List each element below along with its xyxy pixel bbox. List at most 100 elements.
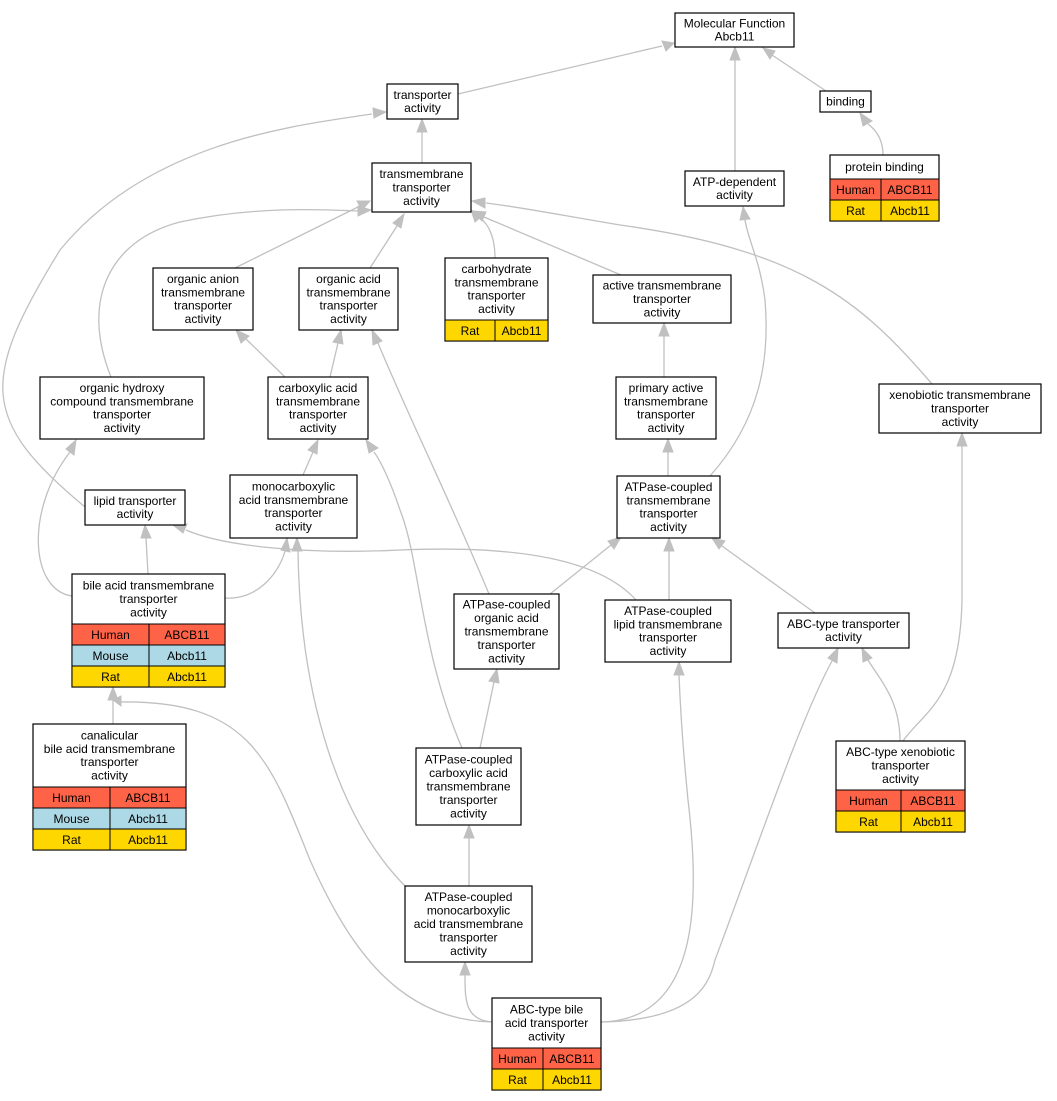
gene-label[interactable]: ABCB11: [887, 183, 932, 197]
gene-cell[interactable]: [109, 828, 187, 851]
node-label-line: activity: [404, 101, 441, 115]
node-label-line: Abcb11: [715, 30, 755, 44]
go-term-node-organic-anion[interactable]: organic aniontransmembranetransporteract…: [152, 267, 254, 331]
gene-label[interactable]: ABCB11: [125, 791, 170, 805]
node-label-line: transporter: [80, 755, 138, 769]
node-label-line: activity: [528, 1029, 565, 1043]
node-box: [298, 267, 399, 331]
node-label-line: acid transmembrane: [239, 493, 349, 507]
gene-label[interactable]: Abcb11: [167, 649, 207, 663]
node-label-line: acid transporter: [505, 1016, 588, 1030]
go-term-node-bile-acid[interactable]: bile acid transmembranetransporteractivi…: [71, 573, 226, 688]
node-label-line: activity: [825, 630, 862, 644]
gene-cell[interactable]: [148, 665, 226, 688]
organism-label: Mouse: [92, 649, 128, 663]
node-layer: Molecular FunctionAbcb11transporteractiv…: [32, 12, 1042, 1091]
arrowhead-atpase-organic-acid-to-organic-acid: [371, 328, 383, 346]
node-label-line: ATPase-coupled: [425, 890, 513, 904]
go-term-node-organic-acid[interactable]: organic acidtransmembranetransporteracti…: [298, 267, 399, 331]
node-box: [39, 376, 205, 440]
gene-label[interactable]: Abcb11: [913, 815, 953, 829]
node-box: [674, 12, 795, 48]
arrowhead-transporter-to-mf: [661, 40, 676, 52]
go-term-node-binding[interactable]: binding: [819, 90, 872, 113]
arrowhead-protein-binding-to-binding: [859, 111, 873, 127]
arrowhead-abc-type-to-atpase-tm: [710, 537, 726, 550]
arrowhead-binding-to-mf: [761, 47, 776, 60]
edge-organic-acid-to-transmembrane: [369, 225, 398, 269]
node-label-line: activity: [450, 944, 487, 958]
gene-label[interactable]: ABCB11: [164, 628, 209, 642]
gene-label[interactable]: Abcb11: [128, 812, 168, 826]
gene-cell[interactable]: [900, 810, 966, 833]
gene-label[interactable]: Abcb11: [128, 833, 168, 847]
node-label-line: activity: [488, 651, 525, 665]
node-box: [684, 170, 785, 207]
arrowhead-atpase-carboxylic-to-atpase-organic-acid: [488, 667, 500, 684]
edge-active-tm-to-transmembrane: [483, 216, 622, 276]
organism-label: Rat: [101, 670, 120, 684]
arrowhead-bile-acid-to-lipid: [140, 523, 152, 539]
organism-label: Rat: [859, 815, 878, 829]
go-term-node-abc-xenobiotic[interactable]: ABC-type xenobiotictransporteractivityHu…: [835, 740, 966, 833]
node-label-line: canalicular: [81, 728, 138, 742]
node-label-line: ATP-dependent: [693, 175, 777, 189]
arrowhead-lipid-to-transporter: [372, 107, 388, 119]
gene-cell[interactable]: [542, 1068, 602, 1091]
gene-label[interactable]: Abcb11: [552, 1073, 592, 1087]
node-box: [267, 376, 369, 440]
gene-cell[interactable]: [880, 199, 940, 222]
node-label-line: transmembrane: [426, 780, 510, 794]
go-term-node-xenobiotic[interactable]: xenobiotic transmembranetransporteractiv…: [878, 383, 1042, 434]
gene-label[interactable]: Abcb11: [890, 204, 930, 218]
go-term-node-primary-active[interactable]: primary activetransmembranetransporterac…: [615, 376, 717, 440]
edge-abc-xenobiotic-to-xenobiotic: [902, 446, 963, 742]
go-term-node-carbohydrate[interactable]: carbohydratetransmembranetransporteracti…: [444, 257, 549, 342]
node-label-line: organic acid: [474, 611, 539, 625]
gene-label[interactable]: ABCB11: [910, 794, 955, 808]
arrowhead-active-tm-to-transmembrane: [470, 210, 487, 222]
node-box: [615, 376, 717, 440]
edge-bile-acid-to-organic-hydroxy: [37, 451, 73, 597]
node-label-line: activity: [91, 769, 128, 783]
node-label-line: activity: [300, 421, 337, 435]
gene-cell[interactable]: [494, 319, 549, 342]
node-box: [229, 474, 358, 539]
arrowhead-transmembrane-to-transporter: [416, 117, 428, 133]
arrowhead-atpase-monocarboxylic-to-atpase-carboxylic: [463, 823, 475, 839]
edge-transporter-to-mf: [457, 45, 663, 95]
gene-label[interactable]: ABCB11: [549, 1052, 594, 1066]
gene-label[interactable]: Abcb11: [502, 324, 542, 338]
arrowhead-abc-bile-to-atpase-lipid: [673, 660, 685, 676]
node-label-line: transporter: [639, 507, 697, 521]
go-term-node-carboxylic[interactable]: carboxylic acidtransmembranetransportera…: [267, 376, 369, 440]
arrowhead-atpase-lipid-to-atpase-tm: [663, 536, 675, 552]
organism-label: Mouse: [53, 812, 89, 826]
arrowhead-bile-acid-to-organic-hydroxy: [65, 438, 77, 456]
gene-label[interactable]: Abcb11: [167, 670, 207, 684]
edge-atpase-organic-acid-to-atpase-tm: [549, 544, 612, 595]
go-term-node-atpase-tm[interactable]: ATPase-coupledtransmembranetransporterac…: [616, 475, 721, 539]
node-label-line: monocarboxylic: [427, 904, 510, 918]
node-box: [386, 83, 459, 120]
node-label-line: activity: [716, 188, 753, 202]
node-label-line: xenobiotic transmembrane: [889, 388, 1031, 402]
node-label-line: transporter: [439, 793, 497, 807]
edge-atpase-carboxylic-to-carboxylic: [373, 451, 463, 749]
